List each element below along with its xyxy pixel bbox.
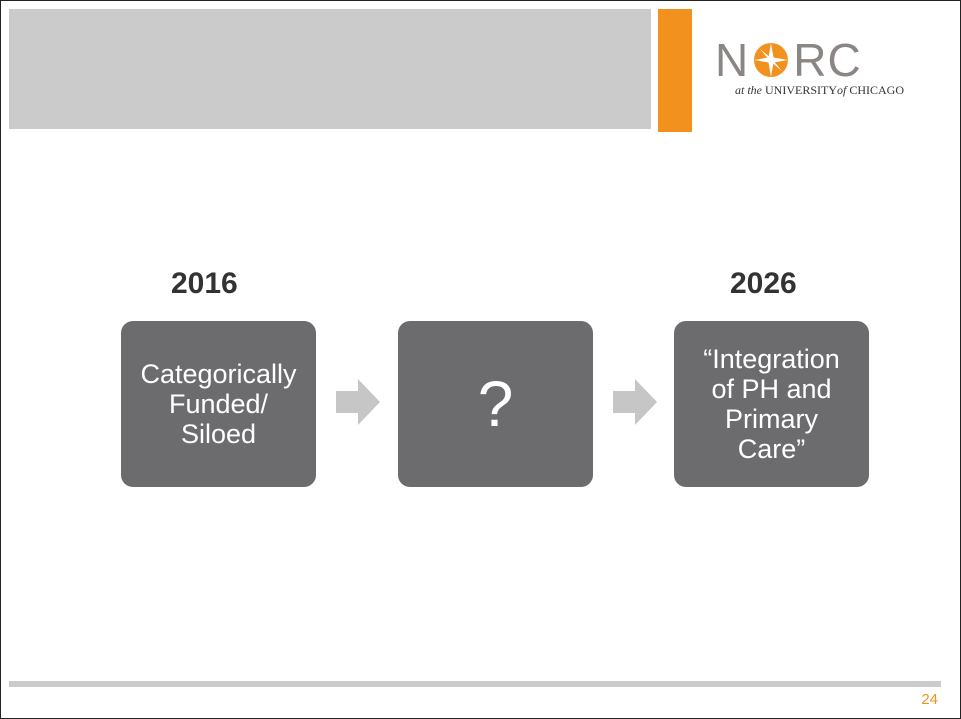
logo-letter-n: N bbox=[715, 34, 750, 86]
logo-sub-of: of bbox=[837, 83, 847, 97]
step-box-current: Categorically Funded/ Siloed bbox=[121, 321, 316, 487]
step-box-unknown: ? bbox=[398, 321, 593, 487]
step-1-line-1: Categorically bbox=[140, 359, 297, 389]
logo-star-icon bbox=[754, 43, 789, 77]
footer-divider bbox=[9, 681, 941, 687]
logo-subtitle: at the UNIVERSITYof CHICAGO bbox=[735, 83, 904, 98]
step-3-line-3: Primary bbox=[725, 404, 818, 434]
step-3-line-2: of PH and bbox=[711, 374, 832, 404]
logo-wordmark: N RC bbox=[715, 37, 862, 83]
logo-sub-at-the: at the bbox=[735, 83, 762, 97]
logo-sub-university: UNIVERSITY bbox=[765, 83, 837, 97]
norc-logo: N RC at the UNIVERSITYof CHICAGO bbox=[715, 37, 945, 107]
header-band bbox=[9, 9, 651, 129]
step-2-question-mark: ? bbox=[477, 368, 514, 440]
year-start-label: 2016 bbox=[171, 267, 238, 300]
step-3-line-1: “Integration bbox=[703, 344, 840, 374]
arrow-right-icon bbox=[613, 379, 657, 425]
page-number: 24 bbox=[921, 691, 938, 708]
step-3-line-4: Care” bbox=[737, 434, 806, 464]
step-1-line-2: Funded/ bbox=[168, 389, 269, 419]
orange-accent-bar bbox=[658, 9, 692, 132]
step-box-future: “Integration of PH and Primary Care” bbox=[674, 321, 869, 487]
year-end-label: 2026 bbox=[730, 267, 797, 300]
arrow-right-icon bbox=[336, 379, 380, 425]
logo-sub-chicago: CHICAGO bbox=[849, 83, 905, 97]
logo-letters-rc: RC bbox=[793, 34, 862, 86]
step-1-line-3: Siloed bbox=[180, 419, 257, 449]
